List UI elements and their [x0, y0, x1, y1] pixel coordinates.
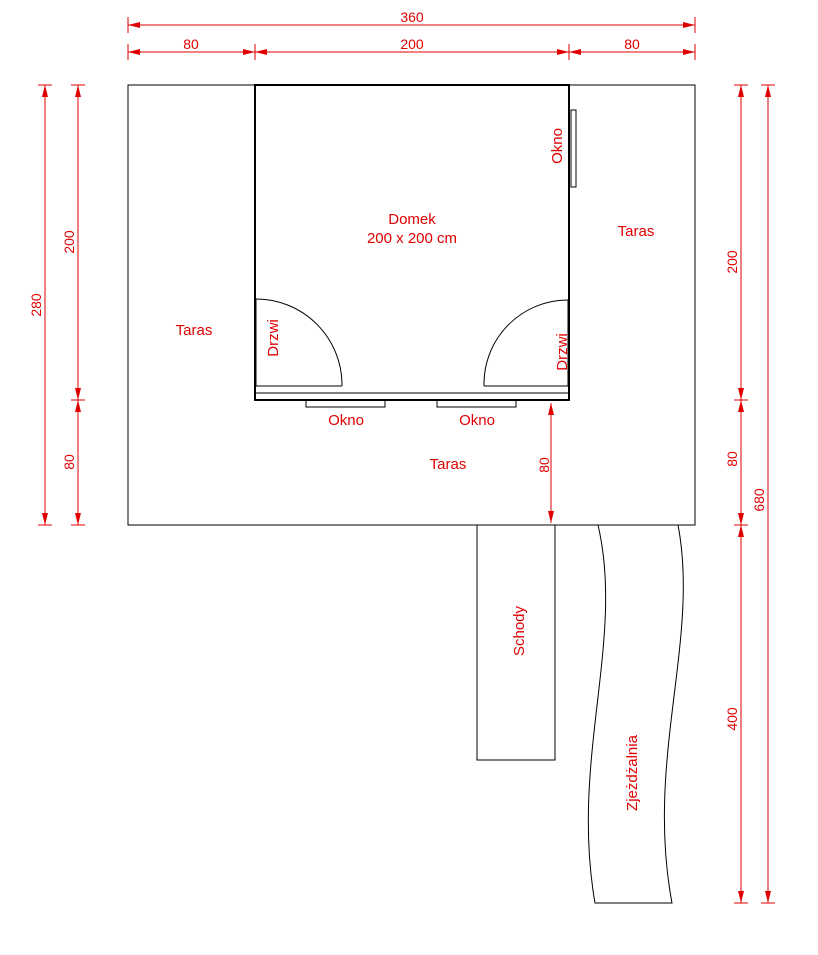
dim-right-slide-label: 400: [724, 707, 740, 731]
dim-center-width-label: 200: [400, 36, 424, 52]
door-right-swing: [483, 299, 569, 387]
dim-left-split: [71, 84, 85, 526]
dim-right-total: [761, 84, 775, 904]
window-front-right-frame: [436, 399, 517, 408]
dim-terrace-depth: [548, 403, 554, 523]
window-side-label: Okno: [549, 128, 566, 164]
dim-right-total-label: 680: [751, 488, 767, 512]
dim-right-lower-label: 80: [724, 451, 740, 467]
window-front-left-frame: [305, 399, 386, 408]
window-front-left-label: Okno: [328, 412, 364, 429]
dim-right-width-label: 80: [624, 36, 640, 52]
house-label: Domek: [388, 211, 436, 228]
house-size-label: 200 x 200 cm: [367, 230, 457, 247]
slide-label: Zjeżdżalnia: [624, 734, 641, 811]
dim-terrace-depth-label: 80: [536, 457, 552, 473]
terrace-front-label: Taras: [430, 456, 467, 473]
terrace-right-label: Taras: [618, 223, 655, 240]
dim-left-lower-label: 80: [61, 454, 77, 470]
door-left-swing: [255, 298, 343, 387]
door-right-label: Drzwi: [554, 333, 571, 371]
dim-right-upper-label: 200: [724, 250, 740, 274]
dim-left-total: [38, 84, 52, 526]
dim-left-upper-label: 200: [61, 230, 77, 254]
dim-left-total-label: 280: [28, 293, 44, 317]
dim-total-width-label: 360: [400, 9, 424, 25]
house-outline: [254, 84, 570, 401]
slide-outline: [587, 524, 684, 904]
terrace-left-label: Taras: [176, 322, 213, 339]
dim-left-width-label: 80: [183, 36, 199, 52]
dim-right-split: [734, 84, 748, 904]
door-left-label: Drzwi: [265, 319, 282, 357]
terrace-outline: [127, 84, 696, 526]
dim-segment-widths: [127, 44, 696, 60]
window-front-right-label: Okno: [459, 412, 495, 429]
window-side: [570, 109, 577, 188]
stairs-outline: [476, 524, 556, 761]
stairs-label: Schody: [511, 605, 528, 656]
dim-total-width: [127, 17, 696, 33]
